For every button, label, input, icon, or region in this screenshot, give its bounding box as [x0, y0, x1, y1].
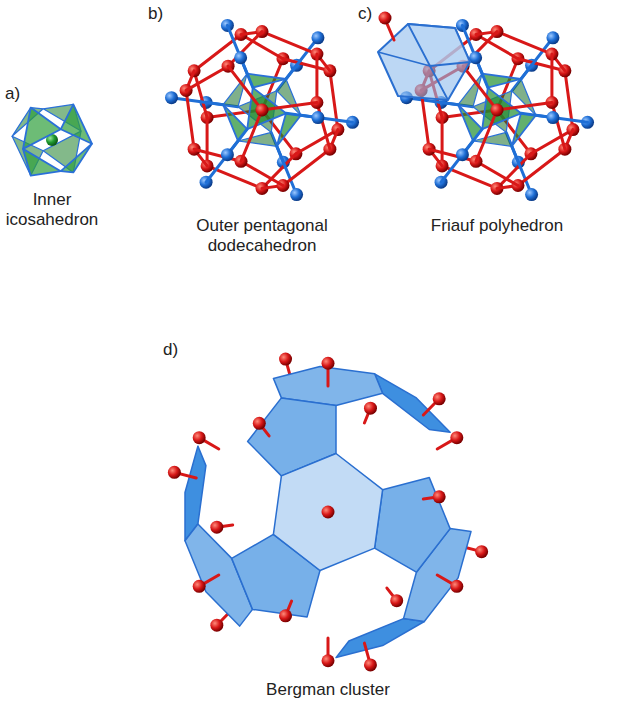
bond — [497, 32, 552, 54]
atom — [322, 506, 335, 519]
atom — [279, 609, 292, 622]
atom — [525, 188, 538, 201]
atom — [322, 654, 335, 667]
atom — [193, 580, 206, 593]
atom — [193, 431, 206, 444]
friauf-face — [408, 24, 470, 66]
atom — [256, 104, 269, 117]
icosahedron-face — [23, 149, 61, 176]
atom — [168, 466, 181, 479]
atom — [322, 357, 335, 370]
icosahedron-face — [61, 104, 92, 143]
bond — [441, 117, 444, 165]
icosahedron-face — [458, 74, 482, 107]
friauf-figure — [378, 12, 594, 202]
dodecahedron-figure — [165, 19, 359, 201]
atom — [433, 392, 446, 405]
panel-caption: Outer pentagonal dodecahedron — [172, 216, 352, 257]
atom — [364, 658, 377, 671]
hexagon-face — [273, 454, 382, 571]
panel-caption: Inner icosahedron — [0, 190, 107, 231]
atom — [165, 91, 178, 104]
bond — [512, 146, 532, 194]
atom — [256, 104, 269, 117]
pentagon-face — [375, 478, 451, 573]
atom — [364, 402, 377, 415]
atom — [234, 51, 247, 64]
bond — [277, 146, 297, 194]
icosahedron-face — [512, 113, 536, 146]
icosahedron-face — [61, 144, 92, 173]
atom — [390, 594, 403, 607]
bond — [194, 149, 241, 161]
bond — [518, 149, 565, 185]
atom — [322, 506, 335, 519]
atom — [379, 12, 392, 25]
friauf-edge — [378, 52, 448, 100]
bond — [186, 66, 228, 90]
bond — [476, 161, 518, 185]
atom — [433, 490, 446, 503]
panel-letter: a) — [5, 84, 20, 104]
bond — [228, 66, 262, 110]
atom — [450, 580, 463, 593]
bond — [497, 103, 552, 110]
atom — [491, 104, 504, 117]
bond — [463, 66, 497, 110]
bond — [283, 149, 330, 185]
panel-letter: c) — [358, 4, 372, 24]
bond — [476, 110, 497, 161]
bond — [315, 54, 318, 102]
atom — [311, 111, 324, 124]
atom — [210, 619, 223, 632]
pentagon-face — [336, 619, 424, 658]
bond — [552, 103, 565, 150]
icosahedron-face — [23, 108, 61, 149]
atom — [253, 417, 266, 430]
panel-letter: d) — [163, 340, 178, 360]
icosahedron-face — [223, 74, 247, 107]
atom — [210, 521, 223, 534]
atom — [290, 188, 303, 201]
bond — [206, 117, 209, 165]
bond — [317, 103, 330, 150]
pentagon-face — [375, 374, 451, 433]
panel-caption: Bergman cluster — [218, 680, 438, 700]
atom — [311, 31, 324, 44]
bond — [186, 90, 194, 149]
atom — [221, 148, 234, 161]
bond — [241, 161, 283, 185]
bond — [550, 54, 553, 102]
atom — [546, 31, 559, 44]
bond — [262, 32, 317, 54]
panel-caption: Friauf polyhedron — [397, 216, 597, 236]
bond — [262, 103, 317, 110]
bond — [241, 110, 262, 161]
atom — [475, 545, 488, 558]
bond — [171, 98, 223, 105]
bergman-figure — [168, 353, 488, 672]
bond — [429, 149, 476, 161]
icosahedron-figure — [12, 104, 92, 175]
atom — [491, 104, 504, 117]
atom — [456, 148, 469, 161]
atom — [279, 353, 292, 366]
atom — [469, 51, 482, 64]
panel-letter: b) — [148, 4, 163, 24]
bond — [228, 32, 262, 67]
icosahedron-face — [277, 113, 301, 146]
atom — [546, 111, 559, 124]
atom — [450, 431, 463, 444]
